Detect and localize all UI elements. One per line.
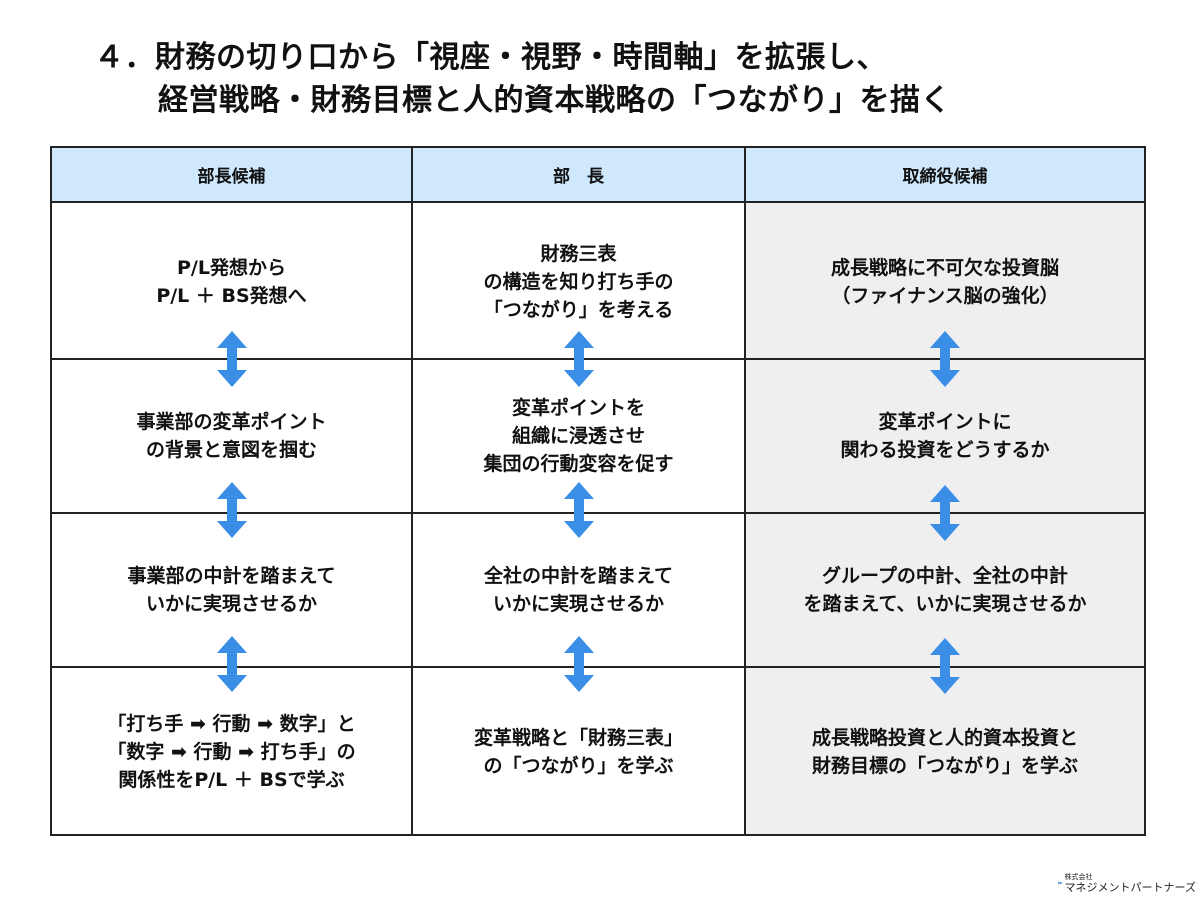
column-bucho: 部 長 財務三表 の構造を知り打ち手の 「つながり」を考える 変革ポイントを 組… <box>411 148 744 834</box>
double-arrow-vertical-icon <box>216 636 247 692</box>
double-arrow-vertical-icon <box>563 636 594 692</box>
table-cell: 事業部の中計を踏まえて いかに実現させるか <box>127 565 336 615</box>
mp-logo-icon <box>1058 881 1063 885</box>
double-arrow-vertical-icon <box>563 482 594 538</box>
logo-company-name: マネジメントパートナーズ <box>1064 880 1196 894</box>
table-cell: 変革戦略と「財務三表」 の「つながり」を学ぶ <box>473 727 683 777</box>
table-cell: 財務三表 の構造を知り打ち手の 「つながり」を考える <box>483 242 674 321</box>
column-header: 部 長 <box>413 148 744 203</box>
double-arrow-vertical-icon <box>930 638 960 694</box>
page-title: ４．財務の切り口から「視座・視野・時間軸」を拡張し、 経営戦略・財務目標と人的資… <box>94 36 1174 122</box>
table-cell: P/L発想から P/L ＋ BS発想へ <box>156 256 307 307</box>
double-arrow-vertical-icon <box>563 331 594 387</box>
table-cell: 変革ポイントに 関わる投資をどうするか <box>840 411 1050 461</box>
logo-subtitle: 株式会社 <box>1064 872 1093 881</box>
double-arrow-vertical-icon <box>930 485 960 541</box>
table-cell: グループの中計、全社の中計 を踏まえて、いかに実現させるか <box>803 565 1087 615</box>
table-cell: 成長戦略投資と人的資本投資と 財務目標の「つながり」を学ぶ <box>811 727 1078 777</box>
double-arrow-vertical-icon <box>216 482 247 538</box>
column-torishimariyaku-kouho: 取締役候補 成長戦略に不可欠な投資脳 （ファイナンス脳の強化） 変革ポイントに … <box>744 148 1144 834</box>
table-cell: 事業部の変革ポイント の背景と意図を掴む <box>136 411 327 461</box>
column-header: 部長候補 <box>52 148 411 203</box>
table-cell: 成長戦略に不可欠な投資脳 （ファイナンス脳の強化） <box>830 256 1059 307</box>
column-bucho-kouho: 部長候補 P/L発想から P/L ＋ BS発想へ 事業部の変革ポイント の背景と… <box>52 148 411 834</box>
table-cell: 「打ち手 ➡ 行動 ➡ 数字」と 「数字 ➡ 行動 ➡ 打ち手」の 関係性をP/… <box>107 713 356 791</box>
double-arrow-vertical-icon <box>930 331 960 387</box>
double-arrow-vertical-icon <box>216 331 247 387</box>
table-cell: 全社の中計を踏まえて いかに実現させるか <box>483 565 674 615</box>
title-line-1: ４．財務の切り口から「視座・視野・時間軸」を拡張し、 <box>94 40 887 75</box>
column-header: 取締役候補 <box>746 148 1144 203</box>
company-logo: 株式会社 マネジメントパートナーズ <box>1058 870 1196 896</box>
title-line-2: 経営戦略・財務目標と人的資本戦略の「つながり」を描く <box>158 83 951 118</box>
comparison-table: 部長候補 P/L発想から P/L ＋ BS発想へ 事業部の変革ポイント の背景と… <box>50 146 1146 836</box>
table-cell: 変革ポイントを 組織に浸透させ 集団の行動変容を促す <box>483 397 674 475</box>
